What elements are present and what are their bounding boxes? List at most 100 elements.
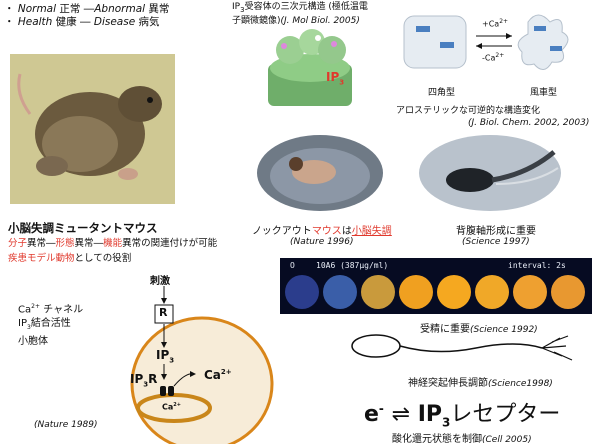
ip3r-label: IP3R — [130, 372, 157, 388]
text: 酸化還元状態を制御 — [392, 434, 482, 445]
windmill-form-label: 風車型 — [530, 88, 558, 98]
sup: - — [378, 401, 384, 416]
receptor-label: R — [159, 306, 168, 319]
er-calcium-label: Ca2+ — [162, 402, 181, 412]
sup: 2+ — [220, 368, 232, 376]
egg-circle — [475, 275, 509, 309]
cell-diagram: 刺激 R IP3 IP3R Ca2+ Ca2+ — [128, 268, 276, 448]
journal: (Science1998) — [488, 379, 553, 389]
conformation-title: アロステリックな可逆的な構造変化 — [396, 106, 541, 116]
text: 異常の関連付けが可能 — [122, 238, 218, 249]
neurite-caption: 神経突起伸長調節(Science1998) — [408, 374, 553, 389]
ip3-model-label: IP3 — [326, 70, 344, 86]
text: としての役割 — [74, 253, 132, 264]
bullet: ・ — [4, 3, 15, 15]
ip3-structure-title: IP3受容体の三次元構造 (極低温電 子顕微鏡像)(J. Mol Biol. 2… — [232, 2, 402, 27]
sub: 3 — [240, 5, 245, 14]
journal: (Science 1992) — [470, 325, 538, 335]
equilibrium-arrows: ⇌ — [391, 402, 411, 427]
disease-model-word: 疾患モデル動物 — [8, 253, 75, 264]
egg-circle — [513, 275, 547, 309]
sup: 2+ — [499, 18, 509, 25]
text: +Ca — [482, 19, 500, 29]
legend-row-health: ・ Health 健康 ― Disease 病気 — [4, 16, 169, 29]
cell-journal: (Nature 1989) — [34, 420, 98, 430]
fertilization-caption: 受精に重要(Science 1992) — [420, 320, 538, 335]
neuron-illustration — [351, 334, 573, 361]
legend-health-ja: 健康 — [55, 16, 77, 28]
legend-health: Health — [17, 16, 53, 28]
egg-circle — [551, 275, 585, 309]
legend-disease-ja: 病気 — [138, 16, 160, 28]
egg-circle — [437, 275, 471, 309]
ataxia-word: 小脳失調 — [351, 226, 392, 237]
sup: 2+ — [495, 52, 505, 59]
knockout-mouse-photo — [256, 134, 384, 212]
dorsal-journal: (Science 1997) — [462, 237, 530, 247]
knockout-illustration — [257, 135, 383, 211]
ip3-label: IP3 — [156, 348, 174, 364]
cell-illustration — [130, 286, 274, 448]
concentration-label: 10A6 (387μg/ml) — [316, 261, 389, 270]
text: Ca — [18, 304, 32, 316]
knockout-caption: ノックアウトマウスは小脳失調 — [252, 222, 392, 237]
sub: 3 — [26, 324, 31, 332]
sup: 2+ — [173, 402, 181, 408]
ip3-model-illustration — [254, 28, 366, 110]
conformation-shapes — [403, 14, 569, 70]
text: R — [148, 372, 158, 386]
stimulus-label: 刺激 — [150, 276, 170, 287]
text: ノックアウト — [252, 226, 312, 237]
molecule-word: 分子 — [8, 238, 28, 249]
ca-minus-label: -Ca2+ — [482, 52, 504, 63]
mouse-line1: 分子異常―形態異常―機能異常の関連付けが可能 — [8, 238, 217, 249]
text: 結合活性 — [30, 318, 71, 330]
text: -Ca — [482, 53, 496, 63]
legend-normal-ja: 正常 — [59, 3, 81, 15]
conformation-diagram: +Ca2+ -Ca2+ — [400, 2, 596, 80]
morphology-word: 形態 — [55, 238, 75, 249]
text: Ca — [162, 402, 174, 412]
neuron-diagram — [346, 332, 582, 370]
egg-circle — [399, 275, 433, 309]
text: Ca — [204, 368, 221, 382]
circle-marker: O — [290, 261, 295, 270]
legend-disease: Disease — [93, 16, 136, 28]
legend-abnormal-ja: 異常 — [148, 3, 170, 15]
text: ― — [46, 238, 56, 249]
ip3-3d-model: IP3 — [254, 28, 366, 110]
dorsal-caption: 背腹軸形成に重要 — [456, 226, 536, 237]
legend-dash: ― — [80, 16, 91, 28]
sub: 3 — [143, 380, 149, 389]
text: IP — [18, 318, 27, 330]
knockout-journal: (Nature 1996) — [290, 237, 354, 247]
redox-caption: 酸化還元状態を制御(Cell 2005) — [392, 430, 532, 445]
mouse-title: 小脳失調ミュータントマウス — [8, 221, 158, 235]
side-channel-label: Ca2+ チャネル — [18, 300, 83, 317]
side-binding-label: IP3結合活性 — [18, 317, 83, 335]
legend-normal: Normal — [17, 3, 57, 15]
redox-equation: e- ⇌ IP3レセプター — [364, 396, 560, 430]
legend-abnormal: ―Abnormal — [83, 3, 146, 15]
text: 異常 — [27, 238, 47, 249]
text: IP — [156, 348, 170, 362]
text: チャネル — [39, 304, 84, 316]
egg-circle — [285, 275, 319, 309]
egg-circle — [323, 275, 357, 309]
text: IP — [130, 372, 144, 386]
ca-release-label: Ca2+ — [204, 368, 232, 382]
text: 神経突起伸長調節 — [408, 378, 488, 389]
sub: 3 — [339, 78, 345, 87]
legend-row-normal: ・ Normal 正常 ―Abnormal 異常 — [4, 3, 169, 16]
ca-plus-label: +Ca2+ — [482, 18, 508, 29]
sub: 3 — [169, 356, 175, 365]
conformation-journal: (J. Biol. Chem. 2002, 2003) — [468, 118, 590, 128]
text: IP — [232, 2, 241, 12]
text: 受容体の三次元構造 (極低温電 — [244, 2, 368, 12]
function-word: 機能 — [103, 238, 123, 249]
mouse-line2: 疾患モデル動物としての役割 — [8, 253, 131, 264]
text: IP — [417, 402, 442, 427]
egg-circle — [361, 275, 395, 309]
text: 異常 — [74, 238, 94, 249]
text: IP — [326, 70, 340, 84]
